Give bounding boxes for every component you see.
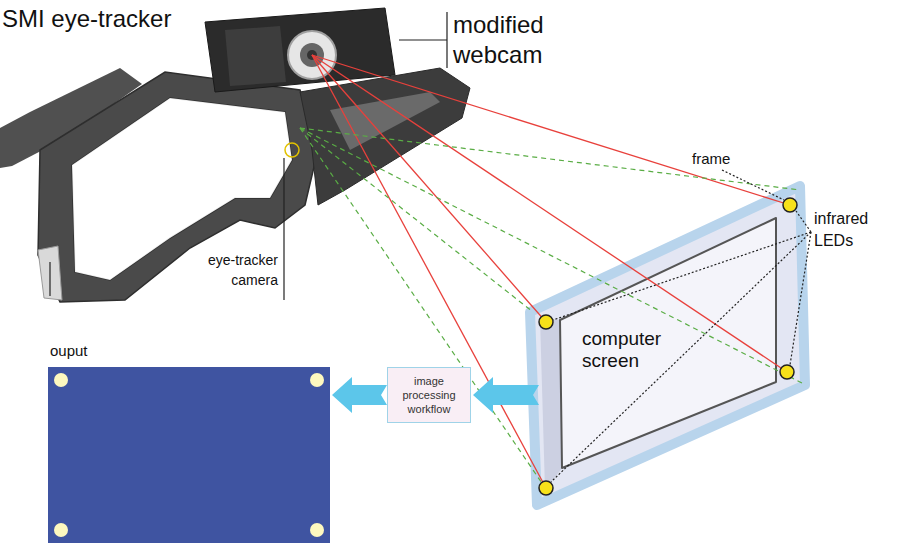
tracker-housing: [300, 68, 470, 205]
webcam-rays: [312, 55, 790, 488]
temple-arm: [0, 68, 142, 168]
flow-arrow: [473, 377, 539, 413]
camera-leader: [283, 158, 284, 300]
output-dot: [310, 523, 324, 537]
label-anchor: frame: [692, 150, 752, 168]
screen-label: computer screen: [582, 328, 682, 372]
callout-label: SMI eye-tracker: [2, 4, 262, 34]
green-ray: [300, 128, 548, 492]
glasses-frame: [38, 72, 318, 302]
led: [539, 481, 553, 495]
infrared-leds: [539, 198, 797, 495]
output-dot: [310, 373, 324, 387]
output-dot: [54, 373, 68, 387]
side-leader: [49, 262, 50, 296]
process-label: image processing workflow: [392, 374, 466, 416]
computer-screen: computer screen: [525, 180, 815, 512]
label-anchor: eye-tracker camera: [190, 250, 278, 290]
led: [780, 365, 794, 379]
webcam-body: [205, 8, 395, 92]
flow-arrow: [332, 377, 387, 413]
side-piece: [38, 246, 62, 300]
output-heading: ouput: [48, 342, 330, 359]
red-ray: [312, 55, 546, 322]
screen-panel: [560, 218, 776, 468]
webcam-band: [225, 26, 286, 86]
green-ray: [300, 128, 800, 190]
camera-rays: [300, 128, 802, 492]
process-box: image processing workflow: [387, 367, 471, 423]
screen-outline: [525, 180, 815, 512]
housing-highlight: [330, 92, 440, 150]
webcam-ring: [288, 31, 336, 79]
label-anchor: infrared LEDs: [814, 208, 894, 252]
led-leader: [796, 211, 811, 232]
label-anchor: modified webcam: [453, 10, 573, 70]
led: [783, 198, 797, 212]
led-leaders: [551, 170, 811, 482]
green-ray: [300, 128, 533, 312]
output-image: [48, 367, 330, 543]
led-leader: [553, 232, 811, 320]
output-dot: [54, 523, 68, 537]
webcam-pupil: [307, 50, 317, 60]
red-ray: [312, 55, 546, 488]
camera-marker: [285, 143, 299, 157]
frame-leader: [722, 170, 784, 200]
webcam-leader: [399, 12, 447, 68]
led-leader: [551, 232, 811, 482]
led: [539, 315, 553, 329]
output-panel: ouput: [48, 342, 330, 543]
green-ray: [300, 128, 802, 383]
callout-label: eye-tracker camera: [190, 250, 278, 290]
led-leader: [790, 232, 811, 365]
red-ray: [312, 55, 787, 372]
screen-side: [540, 318, 562, 490]
red-ray: [312, 55, 790, 205]
callout-label: modified webcam: [453, 10, 573, 70]
callout-label: frame: [692, 150, 752, 168]
screen-frame: [530, 186, 805, 505]
label-anchor: SMI eye-tracker: [2, 4, 262, 34]
webcam-lens: [300, 43, 324, 67]
callout-label: infrared LEDs: [814, 208, 894, 252]
